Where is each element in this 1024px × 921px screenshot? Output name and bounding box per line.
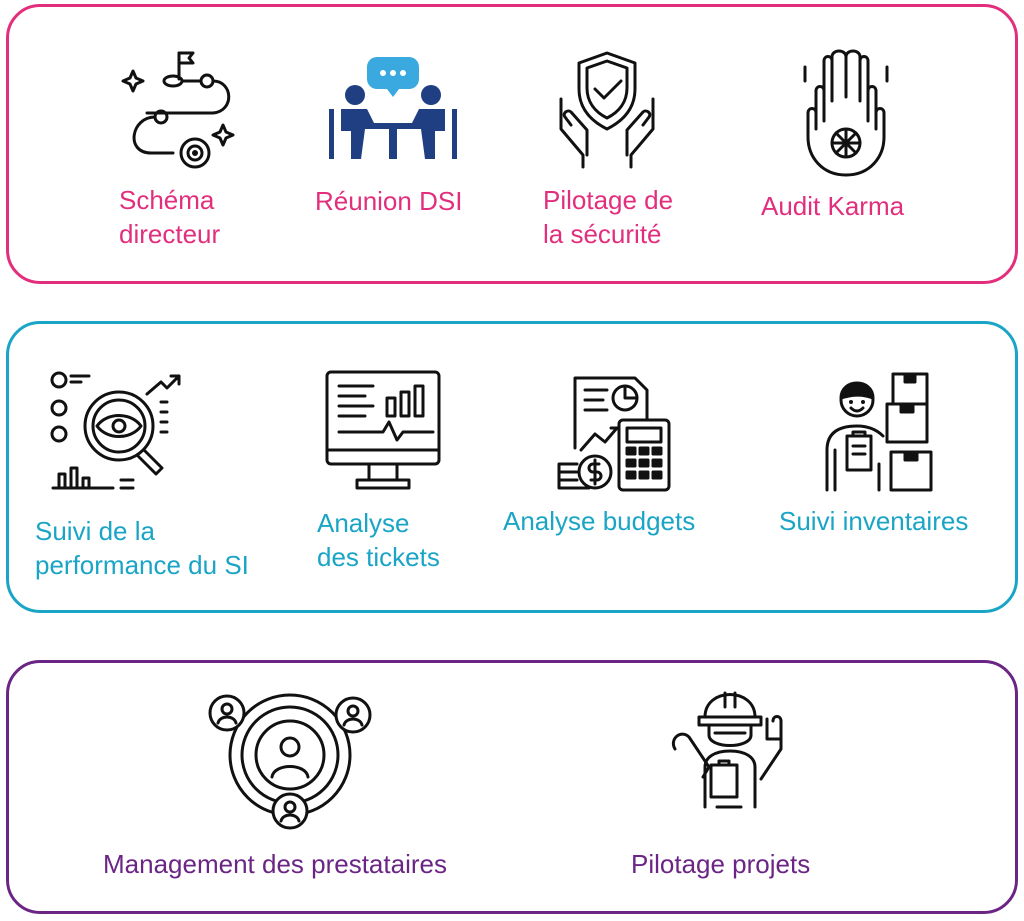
label-analyse-tickets: Analyse des tickets	[317, 506, 440, 574]
monitor-dashboard-icon	[325, 370, 441, 494]
label-suivi-inventaires: Suivi inventaires	[779, 504, 968, 538]
label-management-prestataires: Management des prestataires	[103, 847, 447, 881]
engineer-icon	[665, 689, 795, 809]
label-audit-karma: Audit Karma	[761, 189, 904, 223]
label-schema-directeur: Schéma directeur	[119, 183, 220, 251]
label-analyse-budgets: Analyse budgets	[503, 504, 695, 538]
budget-calculator-icon	[557, 376, 671, 492]
label-line: Pilotage projets	[631, 849, 811, 879]
label-line: Audit Karma	[761, 191, 905, 221]
roadmap-icon	[115, 43, 245, 173]
label-line: la sécurité	[543, 219, 662, 249]
performance-analysis-icon	[49, 368, 181, 498]
inventory-worker-icon	[821, 372, 933, 494]
label-line: Suivi de la	[35, 516, 155, 546]
label-suivi-performance: Suivi de la performance du SI	[35, 514, 249, 582]
label-line: directeur	[119, 219, 221, 249]
hamsa-hand-icon	[801, 47, 891, 177]
label-pilotage-projets: Pilotage projets	[631, 847, 810, 881]
security-shield-hands-icon	[557, 49, 657, 169]
label-pilotage-securite: Pilotage de la sécurité	[543, 183, 673, 251]
label-line: Schéma	[119, 185, 215, 215]
label-line: Analyse	[317, 508, 410, 538]
label-line: des tickets	[317, 542, 440, 572]
label-line: Analyse budgets	[503, 506, 696, 536]
group-gouvernance: Schéma directeur Réunion DSI	[6, 4, 1018, 284]
label-line: Pilotage de	[543, 185, 674, 215]
label-line: performance du SI	[35, 550, 249, 580]
label-reunion-dsi: Réunion DSI	[315, 184, 462, 218]
group-management: Management des prestataires Pilotage pro…	[6, 660, 1018, 914]
network-people-icon	[205, 691, 375, 831]
meeting-icon	[323, 53, 463, 163]
label-line: Réunion DSI	[315, 186, 463, 216]
group-analyse: Suivi de la performance du SI Analyse de…	[6, 321, 1018, 613]
label-line: Management des prestataires	[103, 849, 447, 879]
label-line: Suivi inventaires	[779, 506, 969, 536]
